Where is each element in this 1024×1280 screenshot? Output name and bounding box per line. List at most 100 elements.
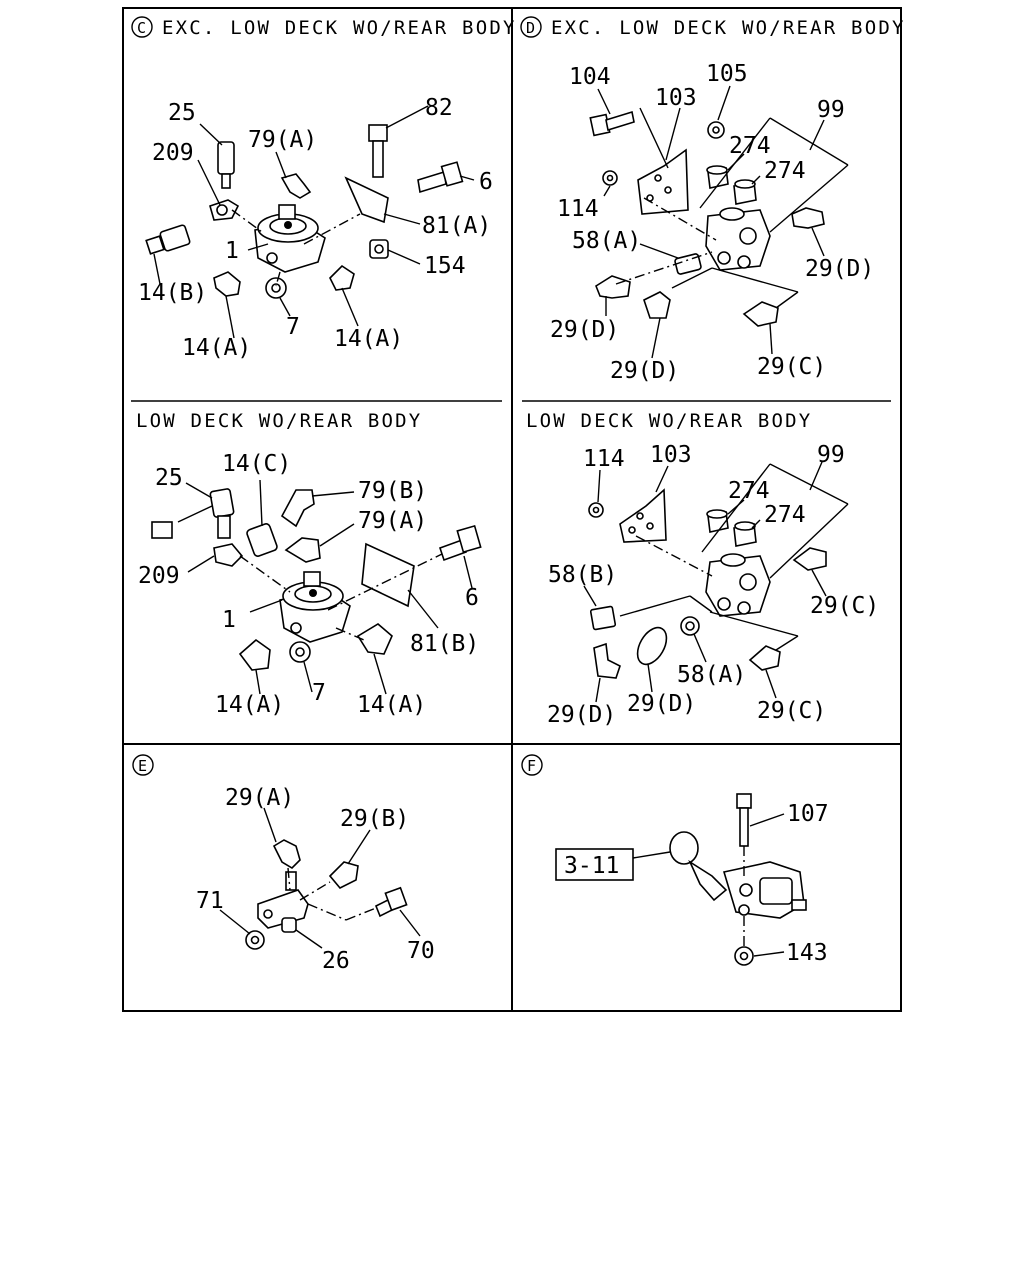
label-part-105: 105 [706, 61, 748, 87]
section-c-low-deck-title: LOW DECK WO/REAR BODY [136, 410, 422, 432]
label-part-14a-right: 14(A) [357, 692, 426, 718]
bracket-part-103 [637, 148, 689, 215]
label-part-79a: 79(A) [358, 508, 427, 534]
switch-part-25 [217, 141, 235, 189]
elbow-part-29d-bottom [643, 291, 671, 319]
bracket-part-103 [619, 488, 667, 543]
connector-part-29c [742, 301, 779, 327]
label-part-99: 99 [817, 442, 845, 468]
elbow-part-29d-left [595, 275, 631, 299]
section-c-exc-low-deck: C EXC. LOW DECK WO/REAR BODY [131, 16, 517, 361]
cap-part-274-right [733, 521, 757, 547]
label-part-1: 1 [222, 607, 236, 633]
valve-body-part-1 [279, 571, 351, 643]
label-part-29d-left: 29(D) [547, 702, 616, 728]
label-part-154: 154 [424, 253, 466, 279]
label-part-14a-left: 14(A) [215, 692, 284, 718]
bolt-part-70 [374, 886, 408, 918]
cap-part-274-left [706, 509, 729, 533]
label-part-26: 26 [322, 948, 350, 974]
section-c-low-deck-leader-lines [185, 479, 473, 695]
section-letter-circle-c [131, 16, 153, 38]
elbow-part-14a-left [238, 638, 271, 671]
label-part-58a: 58(A) [677, 662, 746, 688]
connector-part-29c-bottom [748, 645, 781, 671]
diagram-frame [122, 7, 902, 1012]
elbow-part-29a [272, 839, 301, 870]
section-letter-c: C [137, 19, 146, 37]
label-part-103: 103 [650, 442, 692, 468]
label-part-29d-middle: 29(D) [627, 691, 696, 717]
section-letter-circle-f [521, 754, 543, 776]
label-part-82: 82 [425, 95, 453, 121]
section-f-leader-lines [632, 813, 785, 957]
label-part-81a: 81(A) [422, 213, 491, 239]
section-c-title: EXC. LOW DECK WO/REAR BODY [162, 17, 517, 39]
section-d-leader-lines [597, 85, 849, 359]
relay-valve-body [705, 553, 771, 617]
section-d-title: EXC. LOW DECK WO/REAR BODY [551, 17, 906, 39]
plug-part-58b [589, 605, 617, 631]
label-part-209: 209 [138, 563, 180, 589]
label-part-274a: 274 [729, 133, 771, 159]
bolt-part-82 [368, 124, 388, 178]
nut-part-105 [707, 121, 725, 139]
section-d-low-deck-leader-lines [583, 461, 849, 703]
section-letter-circle-d [520, 16, 542, 38]
sleeve-part-14c [246, 523, 278, 557]
label-part-29c: 29(C) [757, 354, 826, 380]
section-c-leader-lines [153, 105, 475, 339]
nut-part-114 [588, 502, 604, 518]
label-part-29a: 29(A) [225, 785, 294, 811]
label-part-274a: 274 [728, 478, 770, 504]
sleeve-part-29d-middle [636, 626, 668, 666]
nut-part-143 [734, 946, 754, 966]
elbow-part-79a [280, 173, 312, 199]
cap-part-274-right [733, 179, 757, 205]
section-d-low-deck: LOW DECK WO/REAR BODY [526, 410, 879, 728]
nut-part-154 [369, 239, 389, 259]
label-part-79b: 79(B) [358, 478, 427, 504]
section-d-low-deck-title: LOW DECK WO/REAR BODY [526, 410, 812, 432]
bolt-part-104 [589, 110, 635, 137]
valve-body-part-1 [254, 204, 326, 273]
bracket-part-81b [361, 542, 415, 608]
plug-part-58a [680, 616, 700, 636]
elbow-part-29d-right [791, 207, 825, 229]
plug-part-58a [674, 253, 702, 275]
valve-assembly-ref-3-11 [669, 831, 807, 919]
tee-fitting-part-209 [209, 199, 240, 221]
nut-part-7 [265, 277, 287, 299]
label-part-58b: 58(B) [548, 562, 617, 588]
label-part-70: 70 [407, 938, 435, 964]
elbow-part-79a [284, 537, 321, 563]
section-letter-d: D [526, 19, 535, 37]
elbow-part-14a-right [329, 264, 355, 291]
section-letter-e: E [138, 757, 147, 775]
label-part-6: 6 [465, 585, 479, 611]
elbow-part-14a-right [356, 623, 393, 655]
label-part-103: 103 [655, 85, 697, 111]
label-part-14a-right: 14(A) [334, 326, 403, 352]
label-part-29c-bottom: 29(C) [757, 698, 826, 724]
reference-box-3-11 [555, 848, 634, 881]
label-part-1: 1 [225, 238, 239, 264]
label-part-114: 114 [583, 446, 625, 472]
label-part-81b: 81(B) [410, 631, 479, 657]
section-letter-circle-e [132, 754, 154, 776]
label-part-14c: 14(C) [222, 451, 291, 477]
label-part-99: 99 [817, 97, 845, 123]
label-part-7: 7 [312, 680, 326, 706]
label-part-274b: 274 [764, 158, 806, 184]
nut-part-7 [289, 641, 311, 663]
section-letter-f: F [527, 757, 536, 775]
label-part-143: 143 [786, 940, 828, 966]
label-part-274b: 274 [764, 502, 806, 528]
bracket-part-26 [257, 871, 309, 933]
elbow-part-29d-left [593, 642, 621, 679]
tee-fitting-part-209 [213, 543, 244, 567]
cap-part-274-left [706, 165, 729, 189]
nut-part-71 [245, 930, 265, 950]
label-part-29c-right: 29(C) [810, 593, 879, 619]
